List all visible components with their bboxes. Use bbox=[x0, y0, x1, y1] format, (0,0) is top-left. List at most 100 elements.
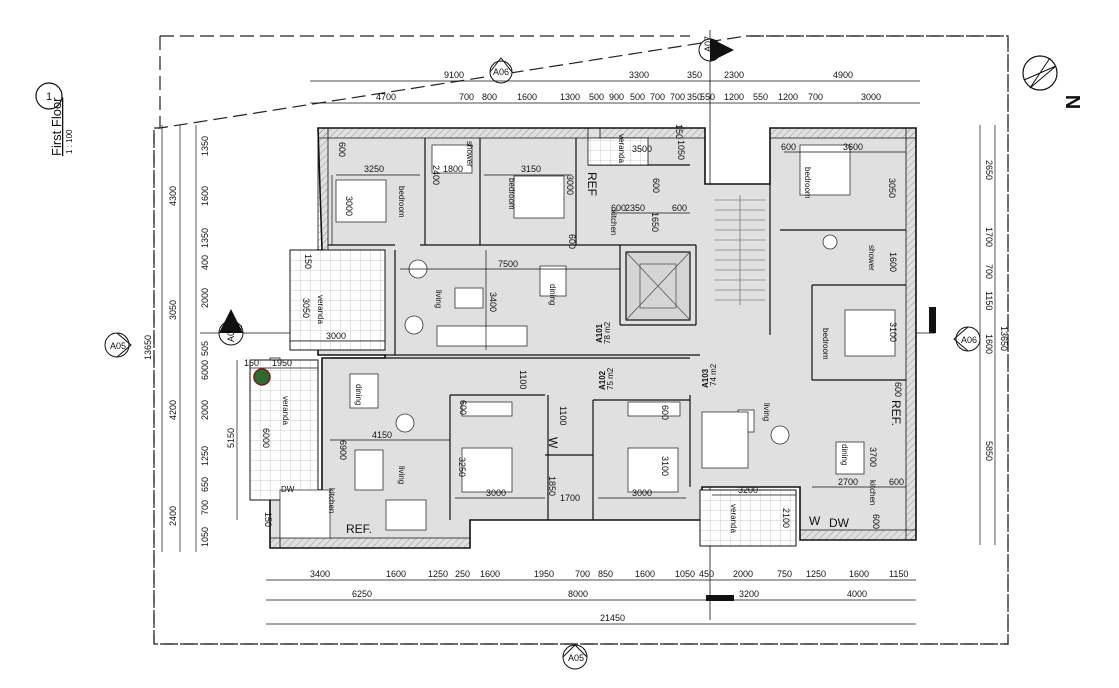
elevation-tag-bottom: A05 bbox=[562, 644, 588, 670]
dim-kit-h: 1650 bbox=[650, 212, 660, 232]
dim-liv-w: 7500 bbox=[498, 259, 518, 269]
dim-bottom-detail-13: 1250 bbox=[806, 569, 826, 579]
dim-left-inner-11: 1050 bbox=[200, 527, 210, 547]
apartment-a102-area: 75 m2 bbox=[606, 367, 615, 390]
dim-dining-e-h: 3700 bbox=[868, 447, 878, 467]
dim-kit-d3: 600 bbox=[651, 178, 661, 193]
room-label-kitchen-e: kitchen bbox=[868, 480, 877, 505]
dim-top-detail-1: 700 bbox=[459, 92, 474, 102]
dim-bed2-d: 600 bbox=[567, 234, 577, 249]
room-label-bedroom-ne: bedroom bbox=[803, 167, 812, 199]
dim-ver-s-h: 2100 bbox=[781, 508, 791, 528]
dim-top-detail-4: 1300 bbox=[560, 92, 580, 102]
view-title: First Floor bbox=[49, 97, 64, 156]
room-label-bedroom-nw2: bedroom bbox=[507, 178, 516, 210]
dim-bed-s1-h: 3250 bbox=[457, 457, 467, 477]
interior-walls bbox=[328, 138, 906, 520]
dim-top-detail-0: 4700 bbox=[376, 92, 396, 102]
dim-right-inner-4: 1600 bbox=[984, 334, 994, 354]
dim-bottom-total: 21450 bbox=[600, 613, 625, 623]
elevation-tag-right-label: A06 bbox=[961, 335, 977, 345]
dims-left: 13650 4300 3050 4200 2400 1350 1600 1350… bbox=[143, 125, 238, 552]
dim-left-inner-10: 700 bbox=[200, 500, 210, 515]
dim-bath-s-h: 1850 bbox=[547, 476, 557, 496]
dim-corr2: 1100 bbox=[558, 406, 568, 425]
dim-left-inner-0: 1350 bbox=[200, 136, 210, 156]
dim-left-mid-0: 4300 bbox=[168, 186, 178, 206]
room-labels: bedroom bedroom shower veranda kitchen R… bbox=[281, 134, 903, 536]
dim-top-detail-16: 3000 bbox=[861, 92, 881, 102]
dim-bed1-w: 3250 bbox=[364, 164, 384, 174]
dim-top-detail-6: 900 bbox=[609, 92, 624, 102]
building-outline bbox=[269, 127, 917, 549]
dim-top-detail-12: 1200 bbox=[724, 92, 744, 102]
dim-bottom-detail-4: 1600 bbox=[480, 569, 500, 579]
dim-shower-h: 2400 bbox=[431, 165, 441, 185]
room-label-ref-n: REF bbox=[585, 172, 599, 196]
veranda-w-area bbox=[289, 249, 386, 351]
room-label-living-e: living bbox=[762, 403, 771, 421]
room-label-veranda-s: veranda bbox=[729, 504, 738, 533]
dim-left-inner-1: 1600 bbox=[200, 186, 210, 206]
dim-kit-d2: 600 bbox=[672, 203, 687, 213]
dim-bottom-detail-6: 700 bbox=[575, 569, 590, 579]
dim-right-inner-1: 1700 bbox=[984, 227, 994, 247]
room-label-kitchen-sw: kitchen bbox=[327, 488, 336, 513]
dim-bottom-detail-1: 1600 bbox=[386, 569, 406, 579]
dim-left-inner-4: 2000 bbox=[200, 288, 210, 308]
dim-top-detail-5: 500 bbox=[589, 92, 604, 102]
dim-bottom-detail-11: 2000 bbox=[733, 569, 753, 579]
dim-right-outer: 13650 bbox=[999, 326, 1009, 351]
dim-top-total-0: 9100 bbox=[444, 70, 464, 80]
dim-left-inner-5: 505 bbox=[200, 341, 210, 356]
dim-left-mid-1: 3050 bbox=[168, 300, 178, 320]
dim-top-detail-2: 800 bbox=[482, 92, 497, 102]
dim-bottom-detail-7: 850 bbox=[598, 569, 613, 579]
room-label-veranda-sw: veranda bbox=[281, 396, 290, 425]
dim-bed2-h: 3000 bbox=[565, 175, 575, 195]
dim-bottom-detail-14: 1600 bbox=[849, 569, 869, 579]
dim-kit-e-w: 2700 bbox=[838, 477, 858, 487]
dim-kit-w: 2350 bbox=[625, 203, 645, 213]
dim-top-detail-9: 700 bbox=[670, 92, 685, 102]
dim-liv-h: 3400 bbox=[488, 292, 498, 312]
view-scale: 1 : 100 bbox=[65, 129, 74, 154]
dim-left-block: 5150 bbox=[226, 428, 236, 448]
dim-right-inner-3: 1150 bbox=[984, 291, 994, 310]
dim-bed1-h: 3000 bbox=[344, 196, 354, 216]
dim-bed-ne-d: 600 bbox=[781, 142, 796, 152]
dim-kit-sw-d: 150 bbox=[263, 512, 273, 527]
dim-top-detail-8: 700 bbox=[650, 92, 665, 102]
dim-kit-e-d2: 600 bbox=[893, 382, 903, 397]
dim-ver-sw-w: 1950 bbox=[272, 358, 292, 368]
dim-bottom-mid-3: 4000 bbox=[847, 589, 867, 599]
room-label-w-se: W bbox=[809, 514, 821, 528]
dim-shw-e-h: 1600 bbox=[888, 252, 898, 272]
section-top-num: 1 bbox=[712, 46, 722, 51]
elevation-tag-bottom-label: A05 bbox=[568, 653, 584, 663]
elevation-tag-top-label: A06 bbox=[493, 67, 509, 77]
elevation-tag-top: A06 bbox=[489, 57, 513, 84]
room-label-dw-se: DW bbox=[829, 516, 850, 530]
dims-right: 13650 5850 2650 1700 700 1150 1600 bbox=[979, 125, 1009, 545]
apartment-a102-id: A102 bbox=[598, 370, 607, 390]
dim-top-detail-13: 550 bbox=[753, 92, 768, 102]
dim-top-detail-10: 350 bbox=[687, 92, 702, 102]
dim-kit-e-d1: 600 bbox=[889, 477, 904, 487]
dim-ver-s-w: 3200 bbox=[738, 485, 758, 495]
dim-left-mid-3: 2400 bbox=[168, 506, 178, 526]
dim-top-detail-7: 500 bbox=[630, 92, 645, 102]
dim-top-total-1: 3300 bbox=[629, 70, 649, 80]
dim-bed-s2-h: 3100 bbox=[660, 456, 670, 476]
inner-dimensions: 3250 3000 600 1800 2400 3150 3000 600 35… bbox=[244, 124, 906, 529]
room-label-bedroom-e: bedroom bbox=[821, 328, 830, 360]
dim-ver-w-d: 150 bbox=[303, 254, 313, 269]
dim-top-detail-15: 700 bbox=[808, 92, 823, 102]
view-number: 1 bbox=[46, 91, 52, 103]
dim-left-inner-9: 650 bbox=[200, 477, 210, 492]
dim-bed-ne-w: 3600 bbox=[843, 142, 863, 152]
view-title-block: 1 First Floor 1 : 100 bbox=[35, 82, 74, 156]
room-label-veranda-w: veranda bbox=[316, 295, 325, 324]
plant-icon bbox=[253, 368, 271, 386]
